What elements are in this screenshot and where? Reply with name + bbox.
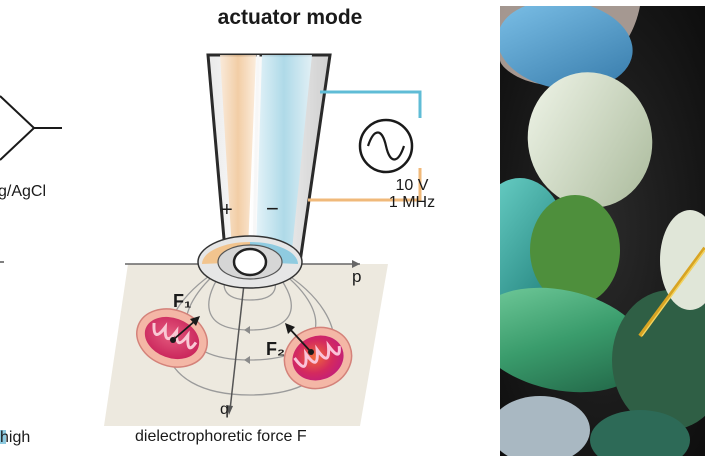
diagram-caption: dielectrophoretic force F	[135, 428, 307, 445]
scale-color-swatch	[0, 430, 6, 444]
page-title: actuator mode	[217, 6, 363, 29]
electrode-label: g/AgCl	[0, 183, 47, 200]
sem-micrograph	[500, 6, 705, 456]
q-axis	[229, 265, 247, 411]
voltage-label: 10 V	[395, 177, 429, 194]
force-f1-label: F₁	[173, 291, 192, 311]
ac-source-icon	[358, 118, 414, 174]
scale-label-high: high	[0, 429, 31, 446]
q-axis-label: q	[220, 401, 229, 418]
force-f2-label: F₂	[266, 339, 285, 359]
p-axis-label: p	[352, 267, 362, 286]
force-arrow-f1	[170, 316, 200, 343]
frequency-label: 1 MHz	[388, 194, 436, 211]
negative-electrode-label: −	[266, 196, 279, 221]
circuit-wires	[308, 90, 422, 202]
pipette	[206, 53, 332, 264]
left-panel-amplifier-icon	[0, 95, 62, 161]
positive-electrode-label: +	[221, 199, 233, 221]
pipette-tip	[197, 235, 303, 289]
force-arrow-f2	[285, 323, 314, 355]
